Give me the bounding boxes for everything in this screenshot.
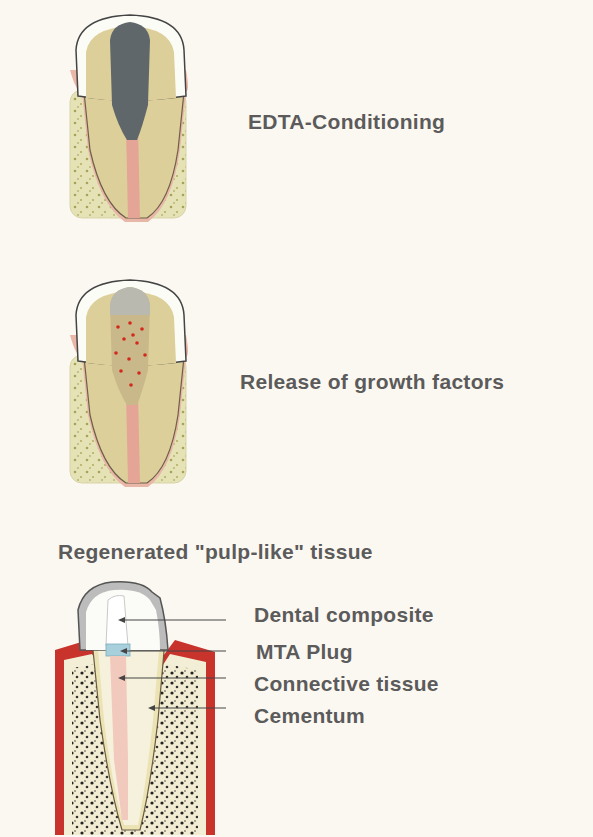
leader-line (120, 620, 226, 708)
tooth-illustration (70, 280, 188, 487)
leader-arrowhead (118, 617, 155, 711)
step-label: EDTA-Conditioning (248, 110, 445, 134)
tooth-illustration (70, 15, 188, 222)
part-label: Connective tissue (254, 672, 439, 696)
panel-heading: Regenerated "pulp-like" tissue (58, 540, 373, 564)
part-label: Dental composite (254, 603, 434, 627)
part-label: Cementum (254, 704, 365, 728)
step-label: Release of growth factors (240, 370, 504, 394)
part-label: MTA Plug (256, 640, 353, 664)
